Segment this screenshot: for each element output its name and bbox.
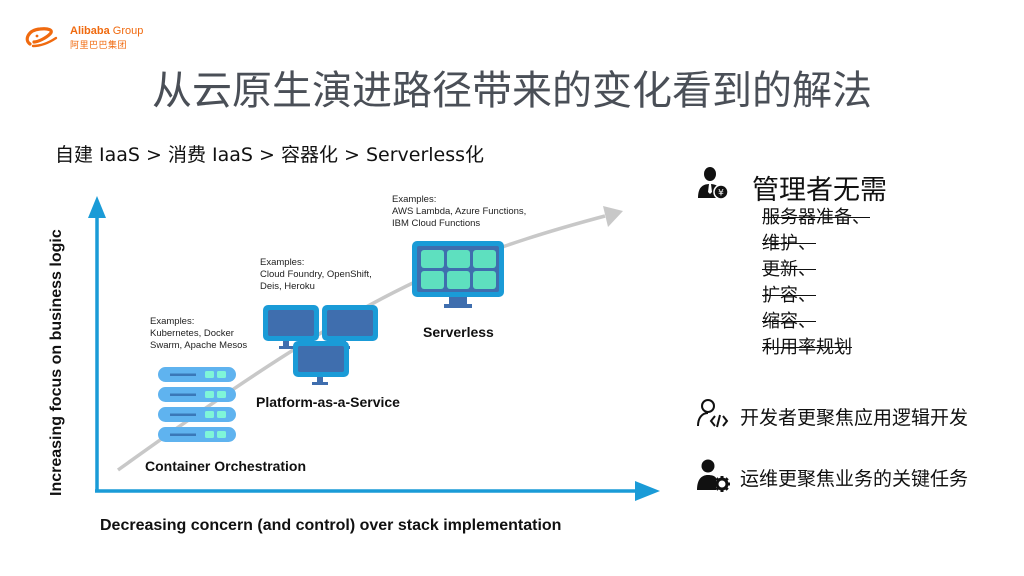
examples-line: Kubernetes, Docker	[150, 328, 234, 339]
examples-line: Cloud Foundry, OpenShift,	[260, 269, 372, 280]
manager-money-icon: ¥	[698, 167, 729, 200]
manager-struck-list: 服务器准备、 维护、 更新、 扩容、 缩容、 利用率规划	[762, 204, 870, 360]
alibaba-logo-icon	[25, 27, 58, 48]
function-grid-monitor-icon	[412, 241, 504, 308]
stage-label-container-orchestration: Container Orchestration	[145, 458, 307, 474]
y-axis-arrowhead	[88, 196, 106, 218]
logo-text-en: Alibaba Group	[70, 25, 144, 37]
examples-title: Examples:	[150, 316, 195, 327]
trend-arrowhead	[603, 206, 623, 227]
struck-item: 维护、	[762, 233, 816, 253]
logo-text-cn: 阿里巴巴集团	[70, 40, 128, 50]
stage-label-serverless: Serverless	[423, 324, 494, 340]
x-axis-label: Decreasing concern (and control) over st…	[100, 517, 562, 534]
examples-line: Swarm, Apache Mesos	[150, 340, 248, 351]
ops-gear-icon	[697, 459, 730, 492]
x-axis-arrowhead	[635, 481, 660, 501]
alibaba-group-logo: Alibaba Group 阿里巴巴集团	[24, 22, 154, 52]
ops-point: 运维更聚焦业务的关键任务	[740, 469, 969, 490]
struck-item: 扩容、	[762, 285, 816, 305]
examples-line: IBM Cloud Functions	[392, 218, 481, 229]
developer-point: 开发者更聚焦应用逻辑开发	[740, 408, 969, 429]
slide-title: 从云原生演进路径带来的变化看到的解法	[152, 68, 872, 114]
stage-label-paas: Platform-as-a-Service	[256, 394, 400, 410]
monitors-icon	[263, 305, 378, 385]
svg-text:¥: ¥	[718, 189, 724, 199]
container-orchestration-examples: Examples: Kubernetes, Docker Swarm, Apac…	[150, 316, 247, 352]
server-stack-icon	[158, 367, 236, 442]
y-axis-label: Increasing focus on business logic	[48, 229, 65, 496]
examples-title: Examples:	[392, 194, 437, 205]
developer-code-icon	[697, 399, 729, 428]
examples-line: AWS Lambda, Azure Functions,	[392, 206, 527, 217]
paas-examples: Examples: Cloud Foundry, OpenShift, Deis…	[260, 257, 372, 293]
serverless-examples: Examples: AWS Lambda, Azure Functions, I…	[392, 194, 526, 230]
evolution-path-subtitle: 自建 IaaS > 消费 IaaS > 容器化 > Serverless化	[55, 144, 485, 166]
examples-line: Deis, Heroku	[260, 281, 315, 292]
struck-item: 服务器准备、	[762, 207, 870, 227]
struck-item: 缩容、	[762, 311, 816, 331]
struck-item: 更新、	[762, 259, 816, 279]
struck-item: 利用率规划	[762, 337, 852, 357]
manager-title: 管理者无需	[752, 175, 887, 205]
examples-title: Examples:	[260, 257, 305, 268]
